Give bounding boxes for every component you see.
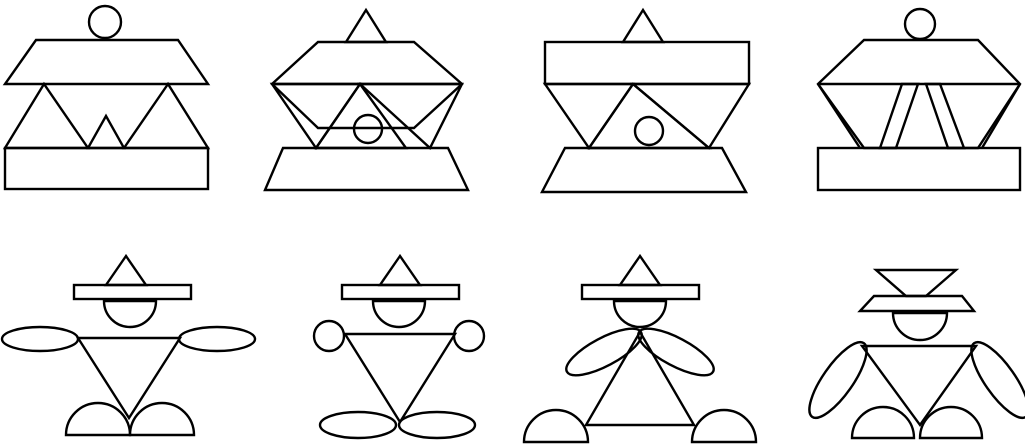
right-parallelogram [926,84,964,148]
top-circle [905,9,935,39]
body-triangle [586,332,694,425]
top-circle [89,6,121,38]
building-4 [818,9,1020,190]
right-diagonal [982,84,1020,148]
left-foot-semicircle [66,403,130,435]
right-arm-ellipse [632,320,719,384]
middle-triangle [88,116,124,148]
right-arm-ellipse [962,335,1025,426]
head-semicircle [893,313,947,340]
person-3 [524,256,756,442]
left-foot-semicircle [524,410,588,442]
building-1 [5,6,208,189]
top-triangle [346,10,386,42]
hat-triangle [380,256,420,285]
left-diagonal [818,84,860,148]
hat-brim-rectangle [342,285,459,299]
roof-rectangle [545,42,749,84]
body-triangle [862,346,976,425]
body-triangle [345,334,455,422]
right-triangle [124,84,208,148]
middle-circle [635,117,663,145]
hat-inverted-trapezoid [876,270,956,296]
building-3 [542,10,749,192]
hat-brim-trapezoid [860,296,974,311]
left-triangle [545,84,633,148]
right-foot-ellipse [399,412,475,438]
base-trapezoid [265,148,468,190]
hat-triangle [106,256,146,285]
left-arm-ellipse [2,327,78,351]
body-triangle [78,338,180,418]
base-rectangle [818,148,1020,190]
left-foot-ellipse [320,412,396,438]
left-foot-semicircle [852,407,914,438]
hat-brim-rectangle [74,285,191,299]
right-foot-semicircle [130,403,194,435]
top-triangle [623,10,663,42]
base-rectangle [5,148,208,189]
head-semicircle [104,301,156,327]
building-2 [265,10,468,190]
hat-triangle [620,256,660,285]
base-trapezoid [542,148,746,192]
roof-trapezoid [5,40,208,84]
person-1 [2,256,255,435]
person-4 [800,270,1025,438]
left-parallelogram [880,84,918,148]
left-triangle [5,84,88,148]
right-arm-ellipse [179,327,255,351]
right-foot-semicircle [692,410,756,442]
hat-brim-rectangle [582,285,699,299]
left-hand-circle [314,321,344,351]
left-arm-ellipse [560,320,647,384]
right-hand-circle [454,321,484,351]
left-triangle [272,84,360,148]
person-2 [314,256,484,438]
head-semicircle [373,301,425,327]
head-semicircle [614,301,666,327]
